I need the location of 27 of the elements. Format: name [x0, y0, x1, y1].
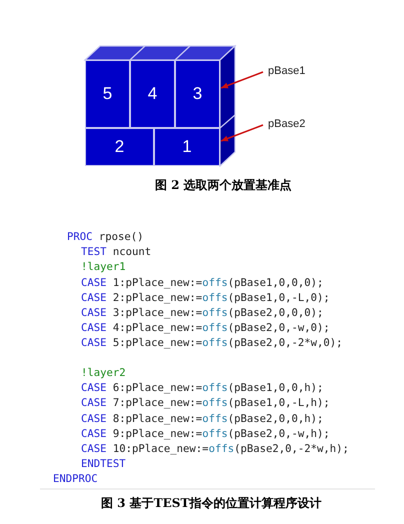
point-label: pBase1	[268, 65, 306, 77]
code-line: !layer1	[81, 261, 126, 274]
figure-caption: 图 3 基于TEST指令的位置计算程序设计	[101, 495, 322, 512]
block-face: 5	[85, 60, 130, 128]
code-line: ENDPROC	[53, 473, 98, 486]
code-line: TEST ncount	[81, 246, 152, 259]
code-line: CASE 6:pPlace_new:=offs(pBase1,0,0,h);	[81, 382, 324, 395]
code-line: !layer2	[81, 367, 126, 380]
code-line: CASE 10:pPlace_new:=offs(pBase2,0,-2*w,h);	[81, 443, 349, 456]
arrow	[220, 124, 264, 142]
code-line: CASE 2:pPlace_new:=offs(pBase1,0,-L,0);	[81, 292, 330, 305]
block-face: 2	[85, 128, 154, 166]
code-line: CASE 8:pPlace_new:=offs(pBase2,0,0,h);	[81, 413, 324, 426]
code-line: ENDTEST	[81, 458, 126, 471]
code-line: CASE 1:pPlace_new:=offs(pBase1,0,0,0);	[81, 277, 324, 290]
point-label: pBase2	[268, 118, 306, 130]
code-line: CASE 7:pPlace_new:=offs(pBase1,0,-L,h);	[81, 397, 330, 410]
block-face: 1	[154, 128, 220, 166]
arrow	[220, 71, 264, 89]
code-line: CASE 9:pPlace_new:=offs(pBase2,0,-w,h);	[81, 428, 330, 441]
figure-caption: 图 2 选取两个放置基准点	[155, 177, 292, 194]
code-line: CASE 4:pPlace_new:=offs(pBase2,0,-w,0);	[81, 322, 330, 335]
code-line: PROC rpose()	[67, 231, 144, 244]
block-face: 3	[175, 60, 220, 128]
code-line: CASE 3:pPlace_new:=offs(pBase2,0,0,0);	[81, 307, 324, 320]
block-face: 4	[130, 60, 175, 128]
code-line: CASE 5:pPlace_new:=offs(pBase2,0,-2*w,0);	[81, 337, 343, 350]
